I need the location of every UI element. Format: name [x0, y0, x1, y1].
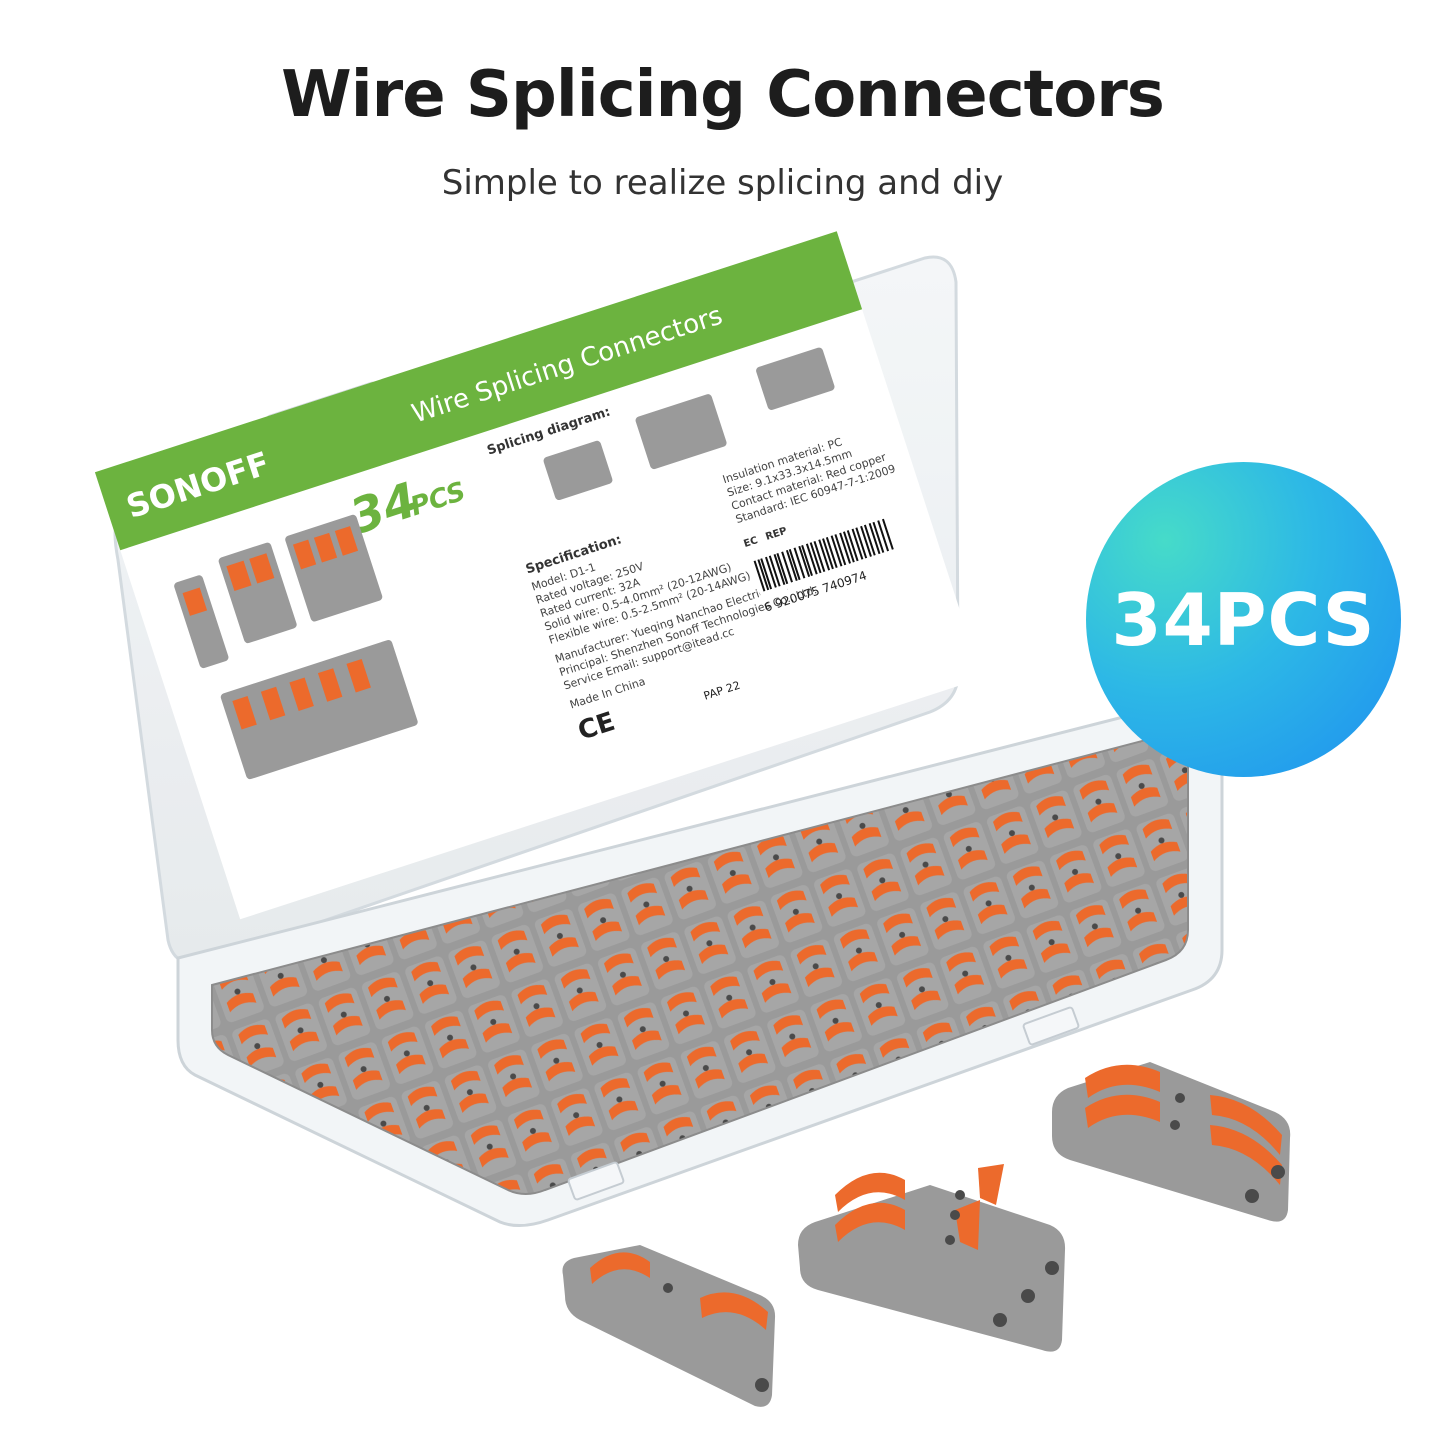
- label-product-images: [174, 347, 835, 780]
- page-subtitle: Simple to realize splicing and diy: [441, 163, 1004, 203]
- label-ec-mark: EC: [742, 535, 759, 550]
- single-connector: [562, 1245, 776, 1407]
- double-connector: [1052, 1062, 1291, 1222]
- quantity-badge-label: 34PCS: [1111, 577, 1376, 662]
- quantity-badge: 34PCS: [1086, 462, 1401, 777]
- triple-connector: [798, 1164, 1066, 1352]
- page-title: Wire Splicing Connectors: [281, 58, 1165, 132]
- barcode: [748, 513, 904, 598]
- label-card: SONOFF Wire Splicing Connectors 34 PCS S…: [94, 231, 982, 920]
